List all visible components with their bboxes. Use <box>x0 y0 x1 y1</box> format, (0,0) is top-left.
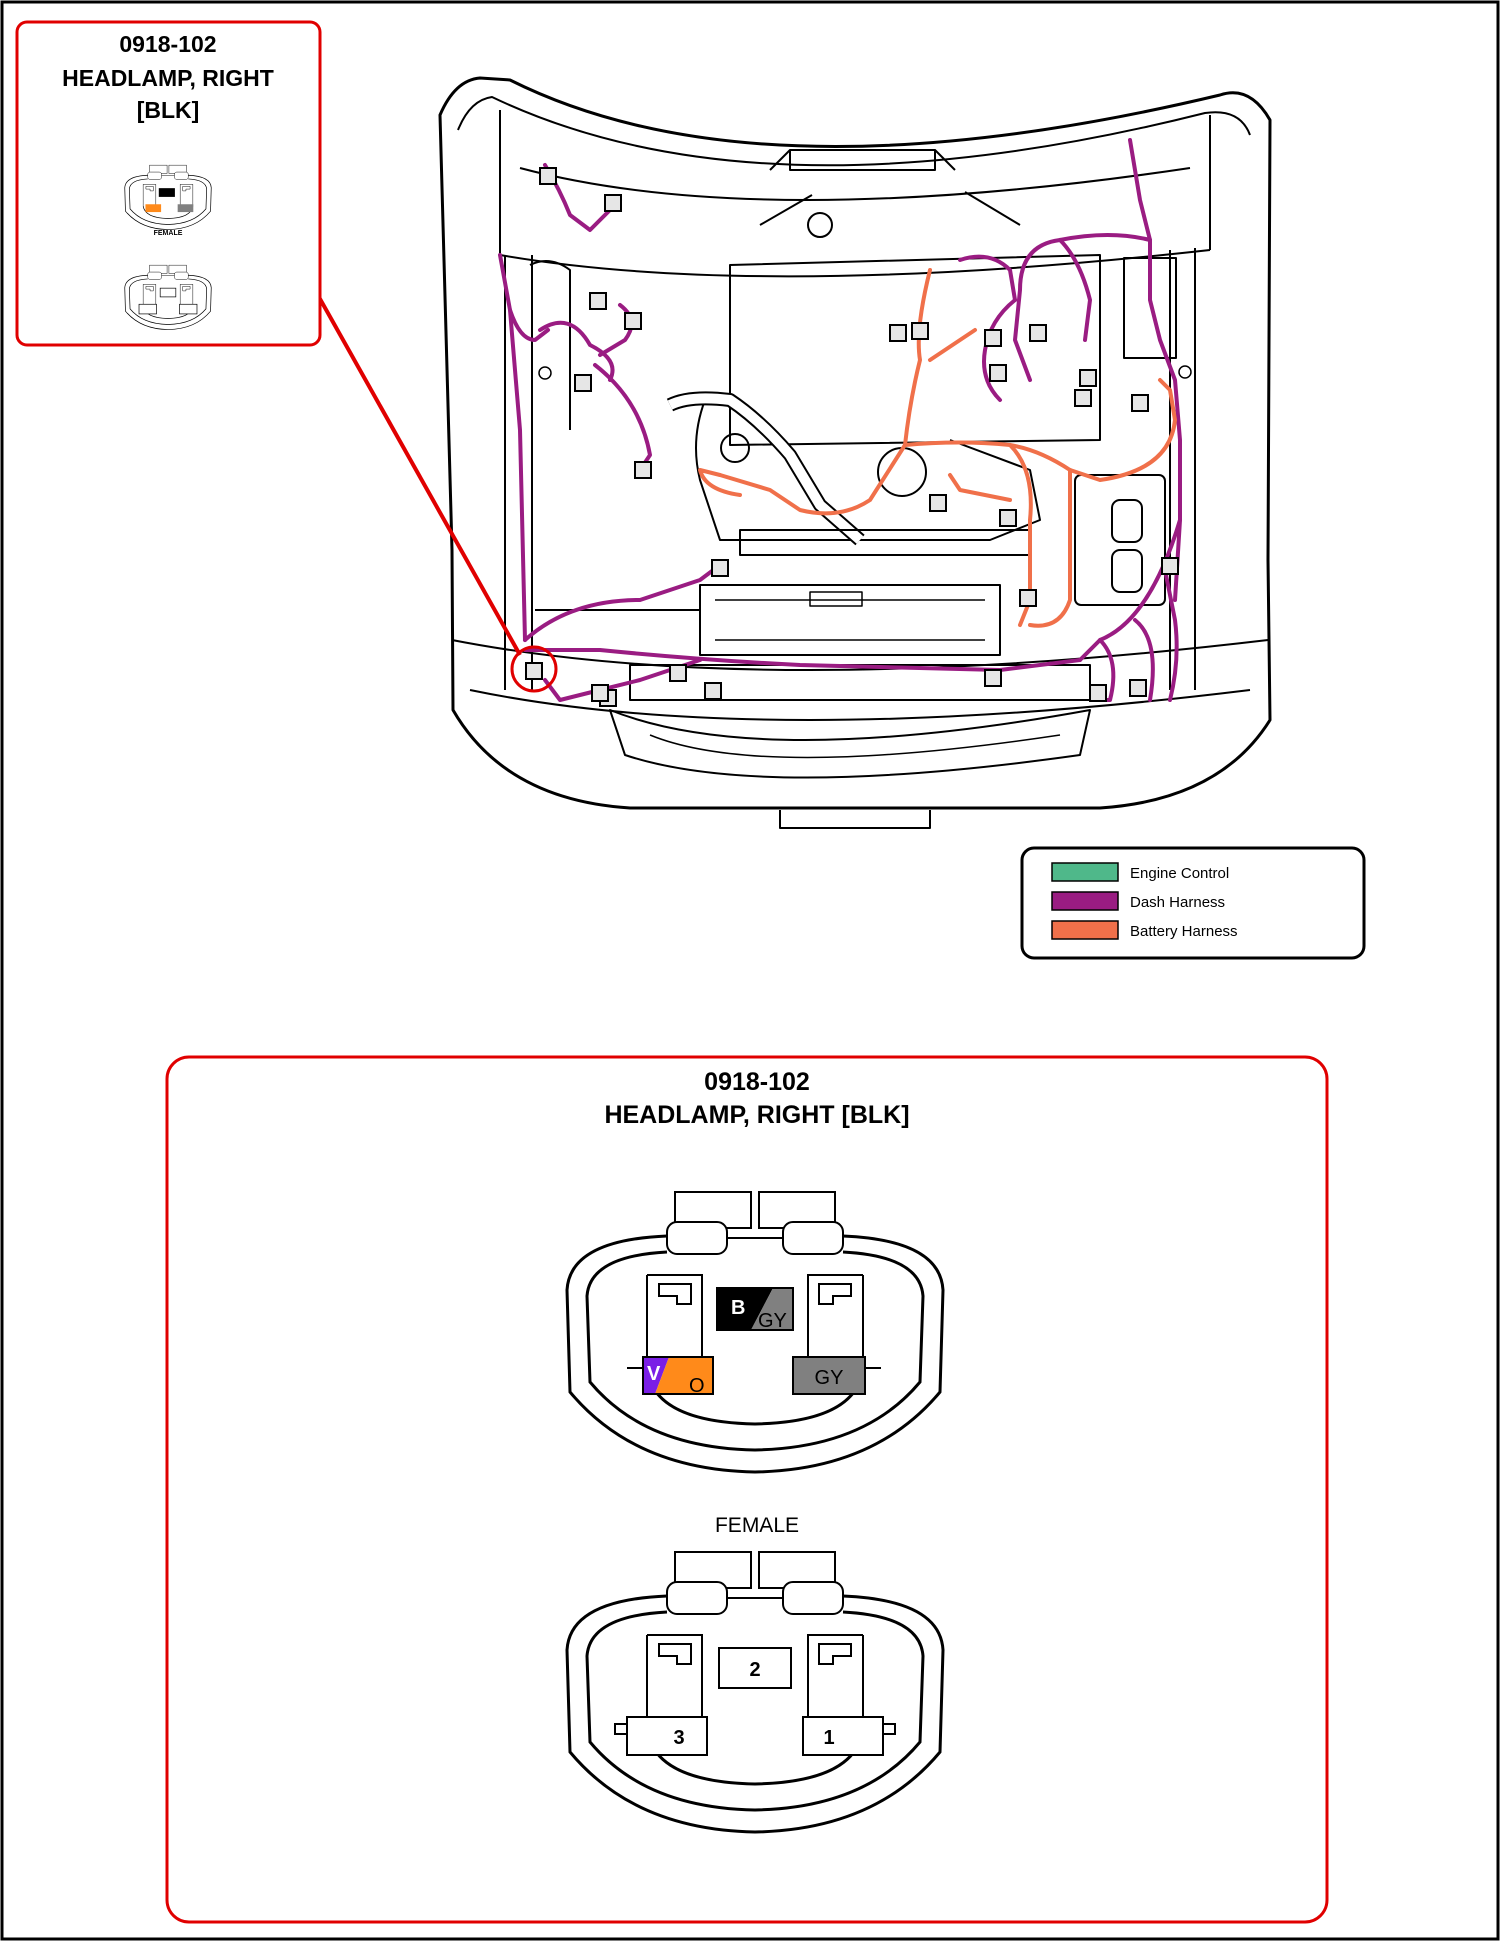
pin-number-1: 1 <box>823 1727 834 1749</box>
detail-code: 0918-102 <box>704 1068 810 1096</box>
terminal-side-connector-face: 2 3 1 <box>565 1550 945 1834</box>
legend-label-engine-control: Engine Control <box>1130 865 1229 882</box>
cavity-left-wire-colors: V O <box>627 1356 714 1397</box>
legend-swatch-engine-control <box>1051 862 1119 882</box>
cavity-left-code-b: O <box>689 1375 705 1397</box>
cavity-right-code: GY <box>815 1367 844 1389</box>
cavity-top-code-a: B <box>731 1297 745 1319</box>
pin-cavity-1 <box>802 1716 884 1756</box>
legend-label-battery-harness: Battery Harness <box>1130 923 1238 940</box>
detail-name: HEADLAMP, RIGHT [BLK] <box>604 1101 909 1129</box>
callout-small-wire-face <box>124 164 212 230</box>
pin-number-2: 2 <box>749 1659 760 1681</box>
callout-small-name: HEADLAMP, RIGHT <box>62 65 274 91</box>
connector-callout-small[interactable]: 0918-102 HEADLAMP, RIGHT [BLK] FEMALE <box>15 20 322 347</box>
cavity-top-wire-colors: B GY <box>716 1287 794 1332</box>
pin-cavity-2 <box>718 1647 792 1689</box>
wire-side-connector-face: B GY V O GY <box>565 1190 945 1474</box>
pin-cavity-3 <box>626 1716 708 1756</box>
dash-harness-wires <box>498 138 1182 702</box>
callout-leader-line <box>313 289 522 656</box>
cavity-top-code-b: GY <box>758 1310 787 1332</box>
pin-number-3: 3 <box>673 1727 684 1749</box>
connector-gender-label: FEMALE <box>715 1514 799 1537</box>
cavity-left-code-a: V <box>647 1363 661 1385</box>
connector-detail-large: 0918-102 HEADLAMP, RIGHT [BLK] B GY V O <box>165 1055 1329 1924</box>
target-connector-highlight[interactable] <box>510 645 558 693</box>
callout-small-code: 0918-102 <box>119 31 216 57</box>
harness-legend: Engine Control Dash Harness Battery Harn… <box>1020 846 1366 960</box>
callout-small-gender: FEMALE <box>154 230 183 237</box>
legend-swatch-dash-harness <box>1051 891 1119 911</box>
legend-swatch-battery-harness <box>1051 920 1119 940</box>
callout-small-pin-face <box>124 264 212 330</box>
legend-label-dash-harness: Dash Harness <box>1130 894 1225 911</box>
battery-harness-wires <box>698 268 1177 628</box>
vehicle-front-view <box>438 76 1272 829</box>
harness-connectors <box>539 167 1179 707</box>
callout-small-color: [BLK] <box>137 97 200 123</box>
cavity-right-wire-colors: GY <box>792 1356 881 1395</box>
